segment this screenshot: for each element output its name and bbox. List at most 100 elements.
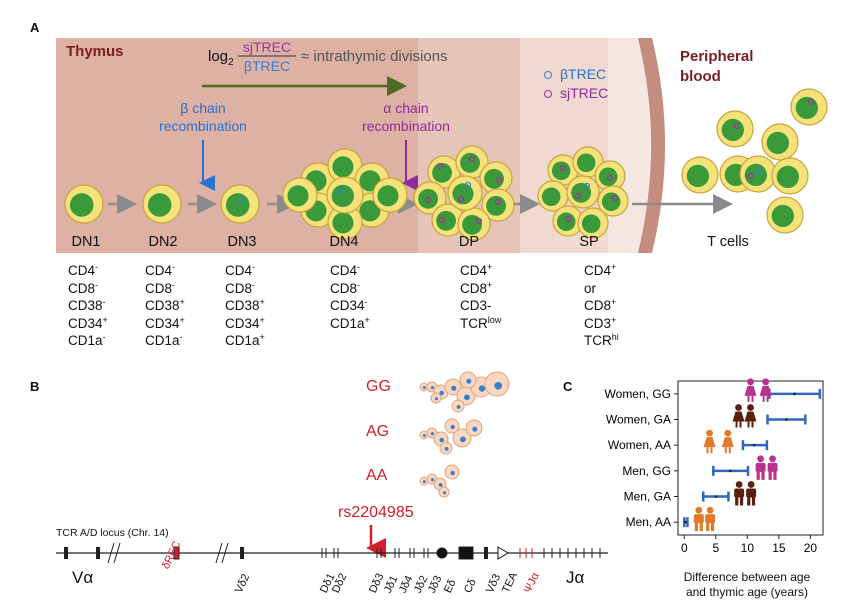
man-icon <box>767 455 778 480</box>
thymocyte-cell <box>326 176 364 214</box>
icon-leg <box>751 395 754 402</box>
thymocyte-cell <box>681 156 719 194</box>
clonal-cell-nucleus <box>422 434 426 438</box>
thymocyte-cell <box>761 123 799 161</box>
icon-leg <box>739 421 742 428</box>
category-label: Men, GA <box>624 490 671 504</box>
formula-suffix: ≈ intrathymic divisions <box>301 48 448 65</box>
clonal-cell-nucleus <box>472 426 478 432</box>
chart-xlabel-line2: and thymic age (years) <box>685 585 809 599</box>
category-label: Women, GA <box>606 413 671 427</box>
icon-head <box>735 404 742 411</box>
sj-trec-marker <box>807 98 815 106</box>
cell-nucleus <box>147 193 172 217</box>
markers-dn2: CD4- CD8- CD38+ CD34+ CD1a- <box>145 262 185 350</box>
marker-row: CD1a+ <box>330 314 370 331</box>
alpha-recombination-line2: recombination <box>362 118 450 134</box>
man-icon <box>746 481 757 506</box>
x-tick-label: 10 <box>741 541 755 555</box>
alpha-recombination-line1: α chain <box>383 100 429 116</box>
clonal-cell-nucleus <box>422 386 426 390</box>
clonal-cell-nucleus <box>494 381 503 390</box>
markers-dp: CD4+ CD8+ CD3- TCRlow <box>460 262 501 332</box>
stage-name-dn3: DN3 <box>227 234 257 250</box>
clonal-cell-nucleus <box>451 385 457 391</box>
sj-trec-marker <box>574 192 582 200</box>
thymocyte-cell <box>413 181 447 215</box>
legend-sj-marker-icon <box>544 90 552 99</box>
peripheral-label-line2: blood <box>680 68 721 85</box>
break-mark <box>221 542 229 564</box>
segment-ja: Jα <box>566 568 585 587</box>
markers-dn1: CD4- CD8- CD38- CD34+ CD1a- <box>68 262 108 350</box>
cell-nucleus <box>686 164 710 188</box>
cell-nucleus <box>460 152 480 173</box>
sj-trec-marker <box>457 195 465 203</box>
sj-trec-marker <box>468 155 476 163</box>
interval-midpoint <box>785 418 788 421</box>
peripheral-label-line1: Peripheral <box>680 48 754 65</box>
sj-trec-marker <box>606 174 614 182</box>
marker-row: CD4- <box>225 262 256 278</box>
category-label: Men, GG <box>622 464 671 478</box>
interval-midpoint <box>729 469 732 473</box>
thymocyte-cell <box>594 160 626 192</box>
icon-leg <box>747 395 750 402</box>
sj-trec-marker <box>438 216 446 224</box>
clonal-cell-nucleus <box>439 390 444 396</box>
beta-trec-marker <box>336 187 344 195</box>
marker-row: CD4- <box>330 262 361 278</box>
formula-log: log2 <box>208 48 234 68</box>
woman-icon <box>721 429 734 454</box>
marker-row: CD4+ <box>584 262 617 278</box>
markers-dn3: CD4- CD8- CD38+ CD34+ CD1a+ <box>225 262 265 350</box>
thymus-label: Thymus <box>66 43 124 60</box>
category-label: Women, AA <box>608 438 671 452</box>
icon-dress <box>703 437 716 448</box>
icon-head <box>747 378 754 386</box>
cell-nucleus <box>556 212 576 232</box>
marker-row: CD34+ <box>145 314 185 331</box>
alpha-recombination-label: α chain recombination <box>362 99 450 135</box>
interval-midpoint <box>752 443 756 447</box>
icon-leg <box>768 470 772 480</box>
marker-row: CD8+ <box>584 297 617 313</box>
sj-trec-marker <box>494 198 502 206</box>
woman-icon <box>744 404 757 428</box>
clonal-cell-nucleus <box>430 432 435 436</box>
icon-leg <box>710 522 715 532</box>
legend-beta-marker-icon <box>544 71 552 80</box>
vd2-block <box>240 547 244 559</box>
icon-head <box>762 378 770 386</box>
cell-nucleus <box>287 185 309 207</box>
formula-numerator: sjTREC <box>242 39 292 55</box>
cell-nucleus <box>418 188 438 209</box>
cluster-gg <box>419 371 510 413</box>
thymocyte-cell <box>771 157 809 195</box>
panel-label-a: A <box>30 20 40 35</box>
clonal-cell-nucleus <box>434 397 439 401</box>
x-tick-label: 0 <box>681 541 688 555</box>
cell-nucleus <box>377 185 399 207</box>
beta-trec-marker <box>754 168 762 176</box>
formula-denominator: βTREC <box>243 58 291 74</box>
icon-leg <box>735 496 739 506</box>
marker-row: CD38- <box>68 297 106 313</box>
genotype-ag: AG <box>366 423 390 440</box>
icon-leg <box>766 395 769 402</box>
sj-trec-marker <box>611 194 619 202</box>
panel-label-b: B <box>30 379 40 394</box>
icon-leg <box>728 447 731 454</box>
legend-beta-label: βTREC <box>560 66 607 82</box>
cell-nucleus <box>332 212 354 234</box>
cell-nucleus <box>484 168 504 189</box>
clonal-cell <box>444 418 460 434</box>
chart-xlabel: Difference between age and thymic age (y… <box>684 570 811 600</box>
marker-row: CD38+ <box>225 297 265 313</box>
legend-beta-trec: βTREC <box>544 66 606 82</box>
clonal-cell-nucleus <box>460 436 466 443</box>
clonal-cell-nucleus <box>478 385 486 392</box>
cell-nucleus <box>581 214 601 234</box>
cell-nucleus <box>332 156 354 178</box>
marker-row: CD8- <box>225 279 256 296</box>
